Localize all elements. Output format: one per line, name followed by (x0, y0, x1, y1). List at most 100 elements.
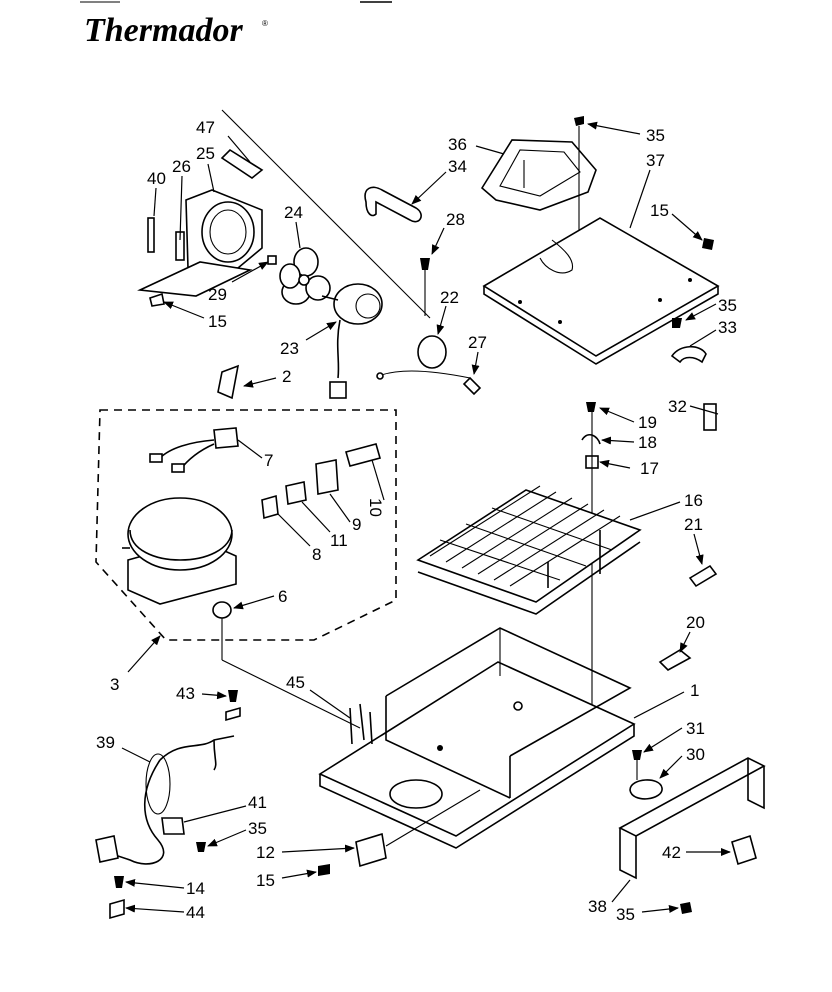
fan-blade-part (279, 247, 331, 305)
screw-28-part (420, 258, 430, 270)
callout-1: 1 (690, 681, 699, 700)
cord-clamp-part (161, 817, 185, 835)
compressor-kit-boundary (95, 409, 397, 641)
callout-45: 45 (286, 673, 305, 692)
screw-35-left-part (196, 842, 206, 852)
screw-31-part (632, 750, 642, 760)
screw-19-part (586, 402, 596, 412)
callout-35-top: 35 (646, 126, 665, 145)
terminal-cover-part (261, 494, 279, 520)
screw-15-right-part (702, 238, 714, 250)
brand-logo: Thermador (84, 12, 243, 49)
fan-nut-part (267, 255, 277, 265)
wire-harness-part (349, 703, 373, 745)
fan-motor-part (321, 283, 383, 399)
callout-40: 40 (147, 169, 166, 188)
leader-lines (121, 121, 731, 913)
fan-shroud-bracket-part (137, 189, 263, 297)
callout-14: 14 (186, 879, 205, 898)
callout-12: 12 (256, 843, 275, 862)
callout-36: 36 (448, 135, 467, 154)
callout-26: 26 (172, 157, 191, 176)
callout-17: 17 (640, 459, 659, 478)
callout-42: 42 (662, 843, 681, 862)
thermostat-part (629, 779, 663, 800)
callout-labels: 47 25 40 26 24 29 15 23 22 27 28 36 34 3… (96, 118, 737, 924)
start-relay-part (315, 459, 339, 495)
screw-35-bottom-part (680, 902, 692, 914)
top-panel-part (482, 217, 720, 365)
callout-30: 30 (686, 745, 705, 764)
gasket-strip-part (220, 148, 264, 179)
callout-18: 18 (638, 433, 657, 452)
callout-19: 19 (638, 413, 657, 432)
callout-35-mid: 35 (718, 296, 737, 315)
mount-screw-part (462, 376, 482, 396)
screw-43-part (228, 690, 238, 702)
relay-bracket-part (345, 443, 381, 467)
callout-21: 21 (684, 515, 703, 534)
screw-15-bottom-part (318, 864, 330, 876)
overload-harness-part (149, 427, 239, 473)
screw-14-part (114, 876, 124, 888)
callout-47: 47 (196, 118, 215, 137)
callout-31: 31 (686, 719, 705, 738)
motor-mount-ring-part (417, 335, 447, 369)
callout-16: 16 (684, 491, 703, 510)
screw-35-top-part (574, 116, 584, 126)
power-cord-part (95, 735, 235, 865)
callout-11: 11 (330, 531, 348, 550)
callout-15-left: 15 (208, 312, 227, 331)
callout-43: 43 (176, 684, 195, 703)
evaporator-coil-part (416, 485, 642, 615)
sensor-part (688, 564, 718, 588)
callout-27: 27 (468, 333, 487, 352)
callout-35-left: 35 (248, 819, 267, 838)
callout-35-bottom: 35 (616, 905, 635, 924)
callout-23: 23 (280, 339, 299, 358)
callout-33: 33 (718, 318, 737, 337)
spring-part (581, 433, 601, 445)
assembly-guide-line (221, 109, 431, 319)
callout-20: 20 (686, 613, 705, 632)
base-pan-part (318, 627, 636, 849)
callout-41: 41 (248, 793, 267, 812)
trademark-mark: ® (262, 19, 268, 28)
callout-7: 7 (264, 451, 273, 470)
ground-bracket-part (109, 898, 125, 920)
compressor-part (122, 497, 237, 605)
callout-15-right: 15 (650, 201, 669, 220)
callout-29: 29 (208, 285, 227, 304)
start-capacitor-part (285, 481, 307, 505)
callout-34: 34 (448, 157, 467, 176)
grommet-part (212, 601, 232, 619)
screw-15-left-part (149, 292, 165, 307)
evaporator-cover-part (480, 139, 597, 211)
wire-connector-part (658, 649, 692, 671)
callout-44: 44 (186, 903, 205, 922)
retainer-clip-part (217, 364, 240, 400)
callout-3: 3 (110, 675, 119, 694)
panel-clip-part (670, 345, 707, 364)
callout-2: 2 (282, 367, 291, 386)
callout-9: 9 (352, 515, 361, 534)
callout-32: 32 (668, 397, 687, 416)
callout-24: 24 (284, 203, 303, 222)
pin-part (703, 403, 717, 431)
callout-15-bottom: 15 (256, 871, 275, 890)
callout-25: 25 (196, 144, 215, 163)
callout-37: 37 (646, 151, 665, 170)
callout-38: 38 (588, 897, 607, 916)
callout-22: 22 (440, 288, 459, 307)
callout-39: 39 (96, 733, 115, 752)
callout-28: 28 (446, 210, 465, 229)
switch-part (731, 834, 757, 866)
callout-6: 6 (278, 587, 287, 606)
callout-8: 8 (312, 545, 321, 564)
screw-35-mid-part (672, 318, 682, 328)
mount-wire-part (377, 370, 471, 379)
callout-10: 10 (366, 498, 385, 517)
insulation-strip-part (147, 217, 155, 253)
control-bracket-part (618, 757, 766, 880)
